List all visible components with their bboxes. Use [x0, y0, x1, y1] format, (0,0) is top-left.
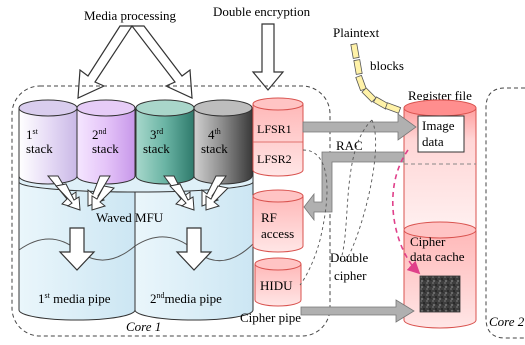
pipe1-down-arrow	[58, 227, 96, 271]
lfsr2-label: LFSR2	[257, 152, 292, 166]
lfsr1-label: LFSR1	[257, 122, 292, 136]
cipher-data-texture	[419, 275, 461, 313]
double-cipher-loops	[299, 119, 376, 286]
image-data-box	[417, 115, 465, 153]
pipe-2-label: 2ndmedia pipe	[150, 291, 222, 306]
stack-3	[135, 99, 195, 185]
rf-access-label: RF access	[261, 210, 294, 241]
stack-4	[193, 99, 253, 185]
media-processing-arrows	[77, 25, 193, 99]
media-processing-label: Media processing	[84, 8, 177, 23]
stack-2	[76, 99, 136, 185]
pipe-1-label: 1st media pipe	[38, 291, 111, 306]
waved-mfu-label: Waved MFU	[96, 210, 164, 225]
rf-access-cylinder	[252, 189, 304, 253]
waved-mfu-arrows	[46, 175, 230, 211]
core1-label: Core 1	[126, 319, 161, 334]
cipher-data-cache-label: Cipher data cache	[410, 234, 465, 264]
hidu-cylinder	[254, 257, 302, 307]
blocks-label: blocks	[370, 58, 404, 73]
hidu-label: HIDU	[260, 278, 293, 293]
double-encryption-arrow	[251, 23, 285, 91]
rac-label: RAC	[336, 138, 363, 153]
register-file-label: Register file	[408, 88, 472, 103]
image-to-cipher-cache-curve	[392, 149, 421, 275]
stack-4-label: 4th stack	[201, 122, 228, 156]
double-encryption-label: Double encryption	[213, 4, 311, 19]
plaintext-label: Plaintext	[333, 25, 380, 40]
lfsr-cylinder	[252, 97, 304, 177]
stack-1	[18, 99, 78, 185]
cipher-pipe-label: Cipher pipe	[240, 310, 301, 325]
stack-2-label: 2nd stack	[92, 122, 119, 156]
core2-label: Core 2	[489, 314, 525, 329]
hidu-to-cipher-cache-arrow	[300, 299, 415, 323]
pipe2-down-arrow	[175, 227, 213, 271]
stack-3-label: 3rd stack	[143, 122, 170, 156]
register-to-rf-arrow	[303, 151, 405, 222]
double-cipher-label: Double cipher	[330, 250, 372, 283]
lfsr1-to-image-arrow	[302, 113, 417, 141]
core2-boundary	[485, 87, 525, 339]
image-data-label: Image data	[422, 118, 458, 149]
plaintext-blocks	[350, 43, 402, 114]
stack-1-label: 1st stack	[26, 122, 53, 156]
